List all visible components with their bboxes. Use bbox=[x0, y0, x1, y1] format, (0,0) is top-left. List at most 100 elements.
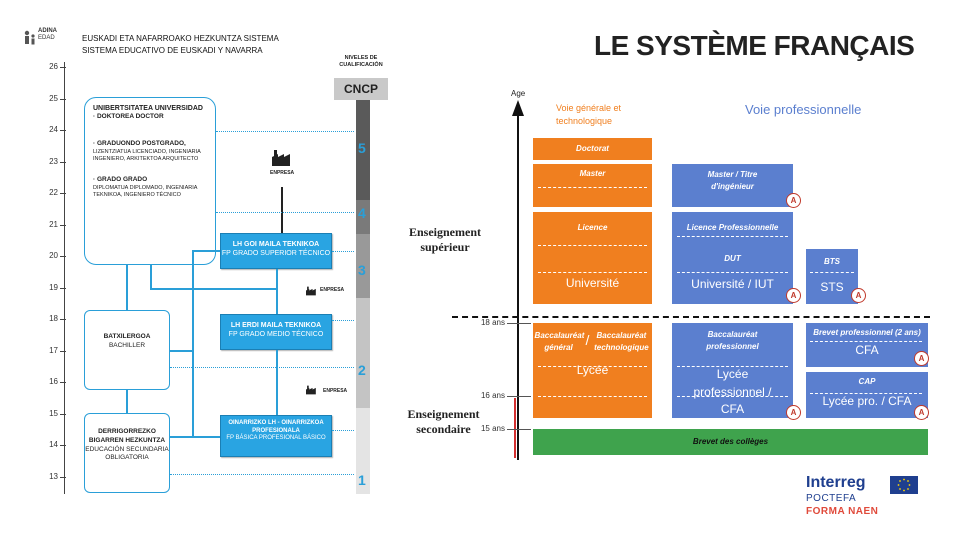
licence-label: Licence bbox=[577, 223, 608, 232]
age-tick-mark bbox=[60, 256, 66, 257]
age-tick-15: 15 ans bbox=[480, 424, 505, 433]
empresa-label: ENPRESA bbox=[320, 287, 345, 293]
age-tick-mark bbox=[60, 287, 66, 289]
apprenticeship-badge: A bbox=[914, 405, 929, 420]
box-master: Master bbox=[533, 164, 652, 207]
box-master-ingenieur: Master / Titre d'ingénieur bbox=[672, 164, 793, 207]
age-tick-mark bbox=[60, 413, 66, 415]
age-tick-18: 18 ans bbox=[480, 318, 505, 327]
age-tick-label: 25 bbox=[49, 93, 58, 103]
box-cap: CAP Lycée pro. / CFA bbox=[806, 372, 928, 418]
connector-line bbox=[150, 288, 276, 290]
label-enseignement-superieur: Enseignement supérieur bbox=[409, 225, 481, 254]
dashed-divider bbox=[538, 187, 647, 188]
connector-line bbox=[150, 265, 152, 288]
apprenticeship-badge: A bbox=[786, 193, 801, 208]
age-tick-label: 21 bbox=[49, 219, 58, 229]
dashed-divider bbox=[538, 366, 647, 367]
empresa-label: ENPRESA bbox=[323, 388, 348, 394]
tick-line bbox=[507, 429, 531, 430]
level-line bbox=[170, 474, 354, 475]
separator-line bbox=[452, 316, 930, 318]
empresa-arrow bbox=[281, 187, 283, 233]
lycee-pro-cfa-label: Lycée pro. / CFA bbox=[822, 394, 912, 408]
cncp-header: NIVELES DE CUALIFICACIÓN bbox=[339, 55, 383, 68]
level-line bbox=[216, 212, 354, 213]
connector-line bbox=[276, 350, 278, 415]
empresa-label: ENPRESA bbox=[270, 170, 295, 176]
dashed-divider bbox=[538, 272, 647, 273]
bac-general-label: Baccalauréat général bbox=[534, 331, 585, 352]
age-axis-title: ADINA EDAD bbox=[38, 28, 57, 42]
factory-icon bbox=[306, 382, 318, 400]
level-bar-3 bbox=[356, 234, 370, 298]
universite-label: Université bbox=[565, 276, 620, 290]
age-tick-mark bbox=[60, 98, 66, 100]
level-line bbox=[216, 131, 354, 132]
forma-naen-label: FORMA NAEN bbox=[806, 506, 879, 517]
connector-line bbox=[192, 250, 194, 350]
age-tick-mark bbox=[60, 445, 66, 446]
apprenticeship-badge: A bbox=[851, 288, 866, 303]
level-number-2: 2 bbox=[358, 362, 366, 378]
age-tick-label: 15 bbox=[49, 408, 58, 418]
level-number-1: 1 bbox=[358, 472, 366, 488]
level-line bbox=[332, 320, 354, 321]
basque-title: EUSKADI ETA NAFARROAKO HEZKUNTZA SISTEMA… bbox=[82, 34, 279, 56]
dashed-divider bbox=[810, 272, 854, 273]
tick-line bbox=[507, 323, 531, 324]
bts-label: BTS bbox=[824, 257, 840, 266]
fp-basica-box: OINARRIZKO LH - OINARRIZKOA PROFESIONALA… bbox=[220, 415, 332, 457]
age-axis-label: Age bbox=[511, 89, 526, 98]
bac-techno-label: Baccalauréat technologique bbox=[594, 331, 649, 352]
apprenticeship-badge: A bbox=[786, 405, 801, 420]
dashed-divider bbox=[538, 245, 647, 246]
age-tick-label: 13 bbox=[49, 471, 58, 481]
box-brevet-colleges: Brevet des collèges bbox=[533, 429, 928, 455]
box-bts-sts: BTS STS bbox=[806, 249, 858, 304]
tick-line bbox=[507, 396, 531, 397]
connector-line bbox=[126, 390, 128, 413]
fp-superior-box: LH GOI MAILA TEKNIKOA FP GRADO SUPERIOR … bbox=[220, 233, 332, 269]
box-doctorat: Doctorat bbox=[533, 138, 652, 160]
dashed-divider bbox=[677, 366, 788, 367]
age-tick-mark bbox=[60, 224, 66, 226]
header-voie-professionnelle: Voie professionnelle bbox=[745, 102, 862, 117]
age-tick-mark bbox=[60, 130, 66, 131]
age-tick-label: 24 bbox=[49, 125, 58, 134]
age-tick-mark bbox=[60, 476, 66, 478]
connector-line bbox=[192, 250, 220, 252]
apprenticeship-badge: A bbox=[914, 351, 929, 366]
bachiller-box: BATXILERGOA BACHILLER bbox=[84, 310, 170, 390]
level-line bbox=[170, 367, 354, 368]
level-bar-5 bbox=[356, 100, 370, 200]
level-line bbox=[332, 251, 354, 252]
poctefa-label: POCTEFA bbox=[806, 493, 857, 504]
dashed-divider bbox=[677, 396, 788, 397]
interreg-wordmark: Interreg bbox=[806, 474, 866, 491]
age-axis-line bbox=[64, 62, 65, 494]
level-number-5: 5 bbox=[358, 140, 366, 156]
licence-pro-label: Licence Professionnelle bbox=[686, 223, 779, 232]
bac-pro-label: Baccalauréat professionnel bbox=[706, 330, 759, 351]
apprenticeship-badge: A bbox=[786, 288, 801, 303]
secondary-box: DERRIGORREZKO BIGARREN HEZKUNTZA EDUCACI… bbox=[84, 413, 170, 493]
age-tick-label: 23 bbox=[49, 156, 58, 166]
age-tick-mark bbox=[60, 193, 66, 194]
age-tick-label: 20 bbox=[49, 251, 58, 260]
level-number-4: 4 bbox=[358, 205, 366, 221]
connector-line bbox=[170, 436, 220, 438]
age-tick-label: 18 bbox=[49, 314, 58, 323]
level-number-3: 3 bbox=[358, 262, 366, 278]
age-tick-mark bbox=[60, 319, 66, 320]
box-lycee-professionnel: Baccalauréat professionnel Lycée profess… bbox=[672, 323, 793, 418]
level-bar-4 bbox=[356, 200, 370, 234]
age-tick-label: 16 bbox=[49, 377, 58, 386]
age-tick-label: 22 bbox=[49, 188, 58, 197]
connector-line bbox=[192, 350, 194, 436]
age-tick-mark bbox=[60, 350, 66, 352]
cap-label: CAP bbox=[858, 377, 876, 386]
factory-icon bbox=[306, 283, 318, 301]
age-tick-mark bbox=[60, 161, 66, 163]
dashed-divider bbox=[677, 272, 788, 273]
